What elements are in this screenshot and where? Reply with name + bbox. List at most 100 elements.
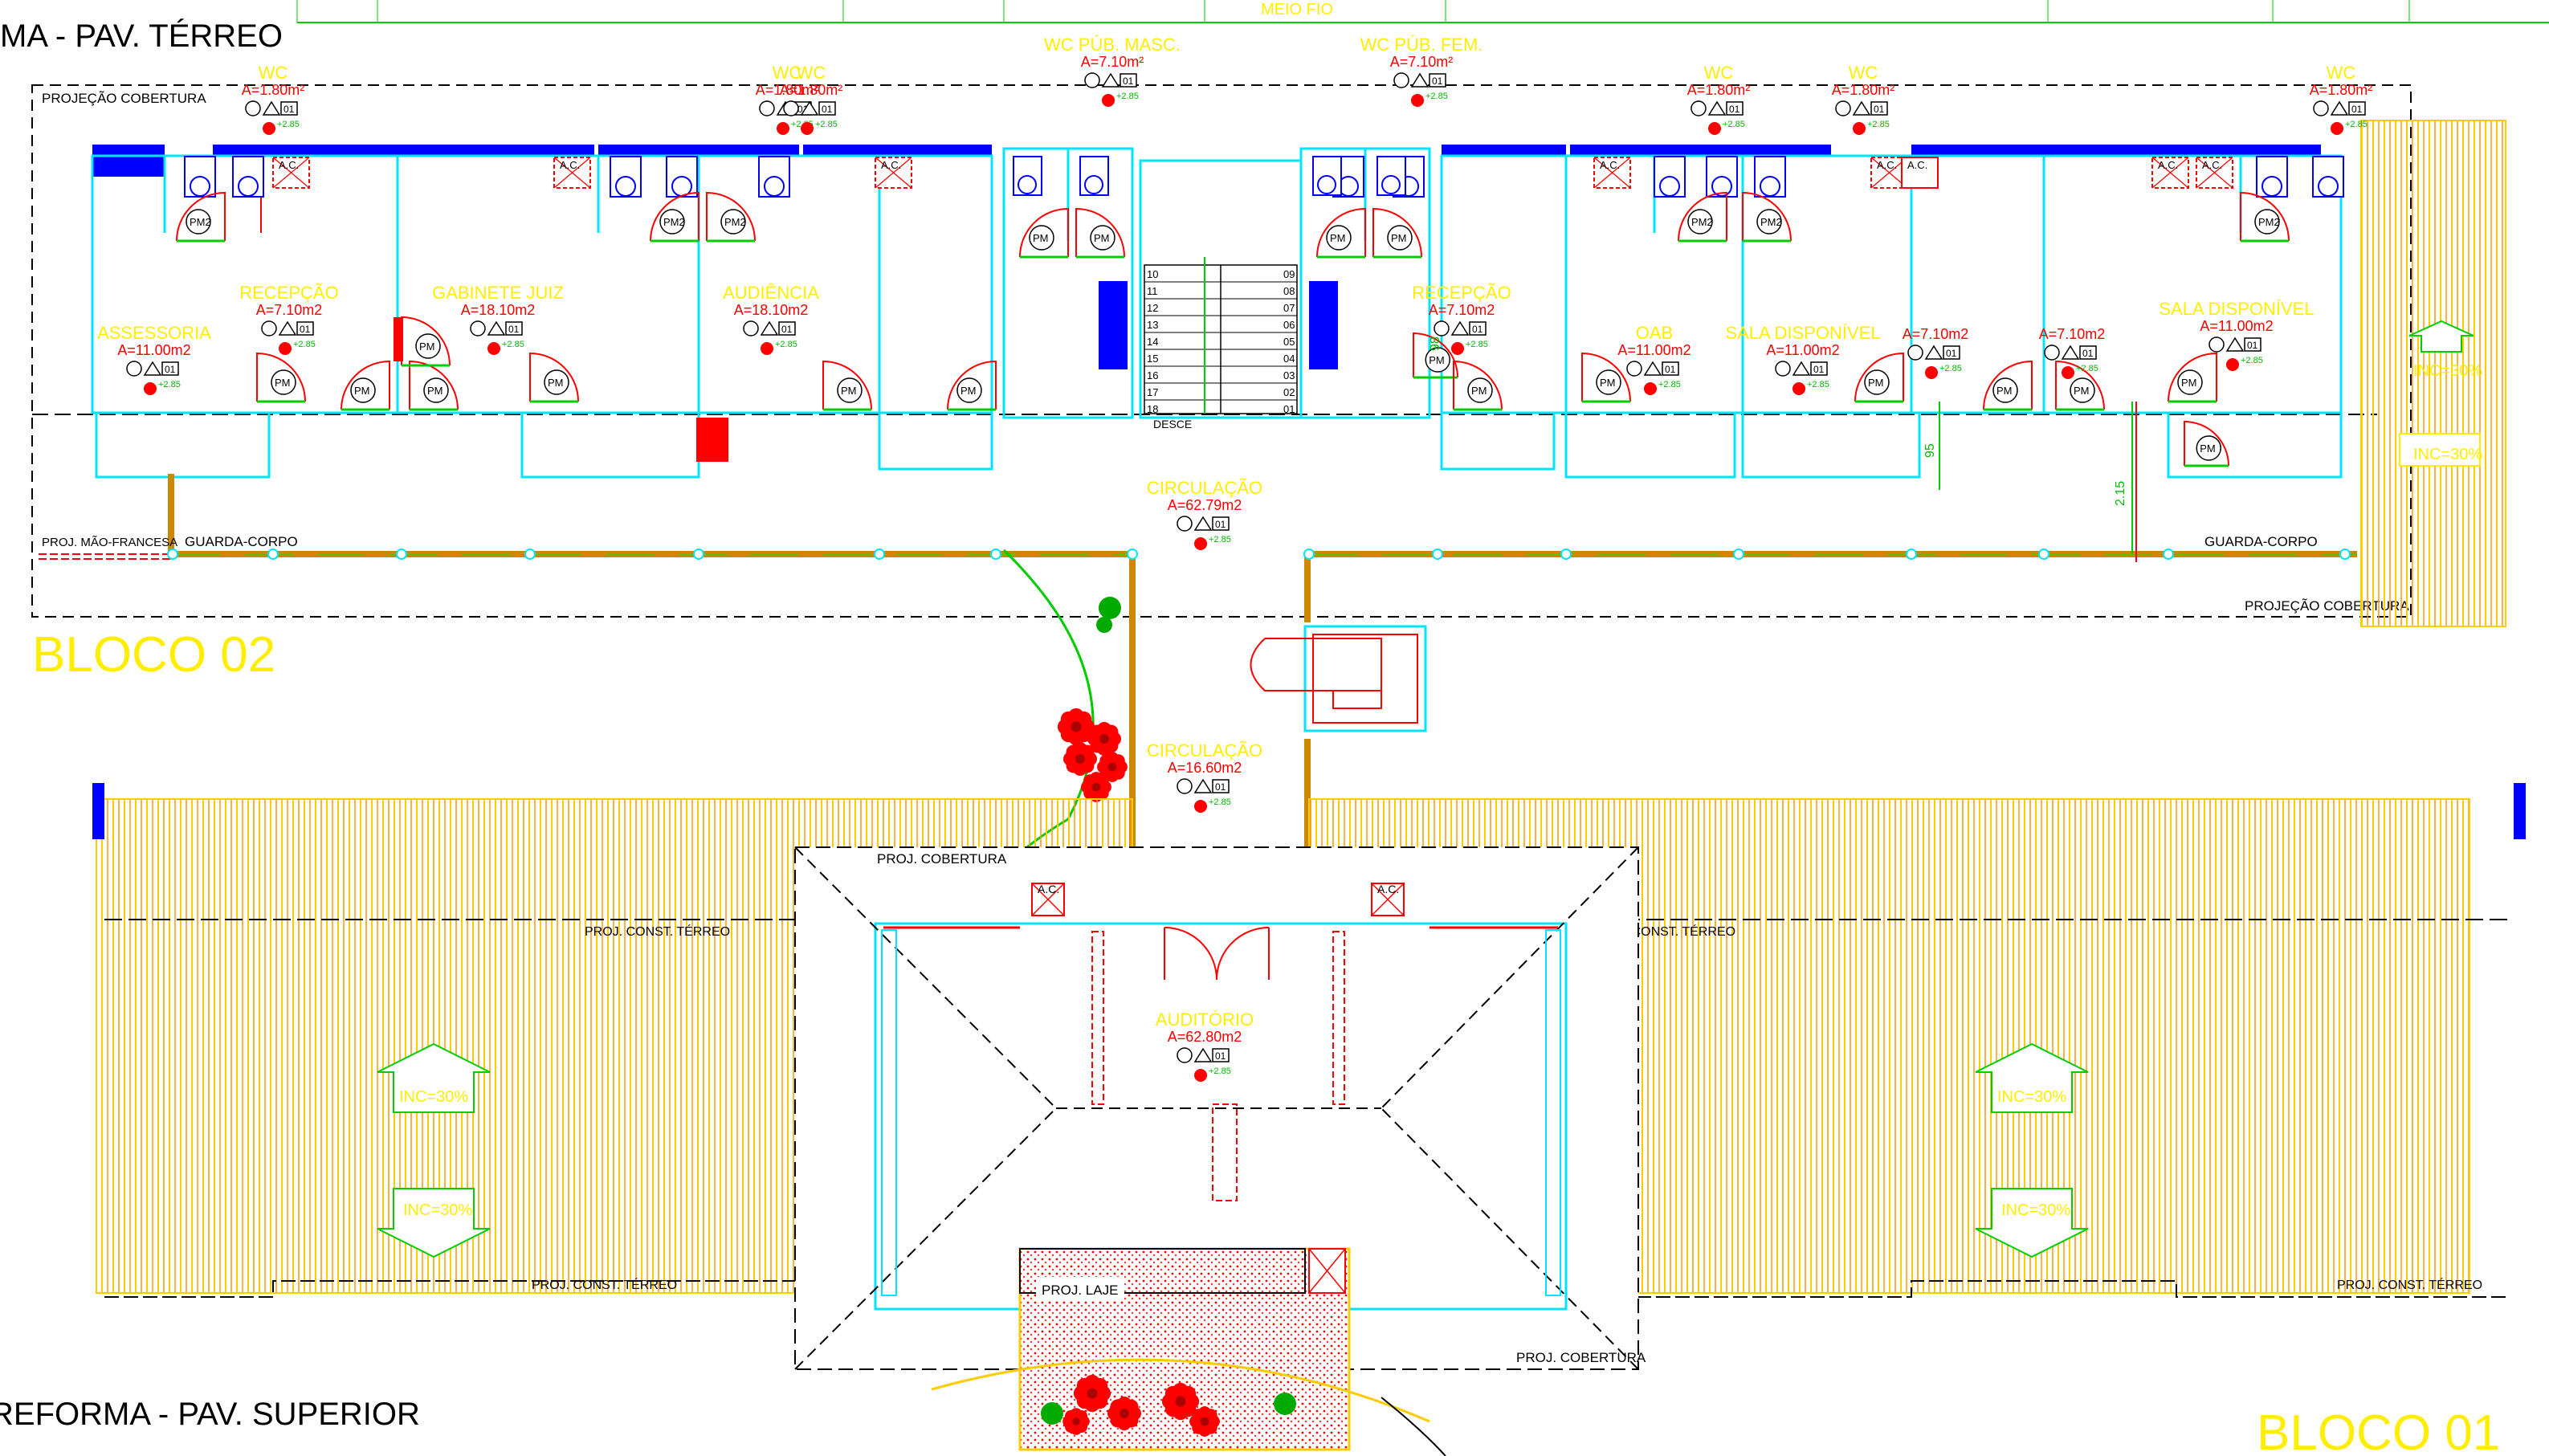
door-tag-label: PM bbox=[275, 377, 291, 389]
door-tag-label: PM bbox=[2200, 443, 2216, 455]
ac-aud-2: A.C. bbox=[1377, 883, 1399, 895]
stair-step-number: 14 bbox=[1147, 336, 1158, 348]
room-area: A=11.00m2 bbox=[2200, 318, 2273, 334]
door-swing bbox=[1316, 207, 1366, 258]
room-code-circle bbox=[1084, 72, 1100, 88]
level-marker bbox=[1925, 366, 1938, 379]
door-tag bbox=[956, 377, 982, 403]
room-code-box bbox=[818, 101, 836, 116]
room-code-circle bbox=[2313, 100, 2329, 116]
room-code-triangle bbox=[1924, 345, 1943, 360]
door-tag-label: PM bbox=[1868, 377, 1884, 389]
room-code-circle bbox=[1177, 516, 1193, 532]
door-tag bbox=[1029, 225, 1054, 251]
room-code-circle bbox=[261, 320, 277, 336]
level-marker bbox=[1194, 800, 1207, 813]
level-marker bbox=[1708, 122, 1721, 135]
door-tag bbox=[2254, 209, 2280, 235]
ac-unit-cross bbox=[1593, 157, 1631, 189]
desce-label: DESCE bbox=[1153, 418, 1192, 430]
room-area: A=7.10m2 bbox=[1903, 326, 1969, 342]
room-name: SALA DISPONÍVEL bbox=[2159, 299, 2314, 319]
room-code-circle bbox=[126, 361, 142, 377]
door-tag-label: PM bbox=[1429, 354, 1445, 366]
toilets-top bbox=[184, 156, 2344, 198]
room-code: 01 bbox=[2082, 348, 2094, 359]
stair-step-number: 05 bbox=[1283, 336, 1295, 348]
door-tag bbox=[423, 377, 449, 403]
stair-step-number: 16 bbox=[1147, 369, 1158, 381]
room-code-box bbox=[1870, 101, 1888, 116]
room-code-box bbox=[1212, 779, 1230, 793]
toilet-bowl bbox=[1659, 176, 1680, 197]
room-area: A=7.10m² bbox=[1081, 54, 1144, 70]
room-code-circle bbox=[1177, 778, 1193, 794]
flower-center bbox=[1107, 762, 1117, 772]
slope-arrows: INC=30% INC=30% INC=30% INC=30% bbox=[377, 1042, 2089, 1258]
door-tag bbox=[1090, 225, 1115, 251]
dim-98: 98 bbox=[1429, 336, 1442, 351]
room-code-box bbox=[1212, 1048, 1230, 1062]
door-swing bbox=[341, 360, 390, 410]
inc-label-r2: INC=30% bbox=[2413, 446, 2482, 463]
ac-unit-label: A.C. bbox=[2158, 159, 2178, 171]
room-code-triangle bbox=[1193, 1047, 1213, 1062]
door-swing bbox=[2184, 420, 2229, 467]
ac-unit-cross bbox=[2151, 157, 2189, 189]
column-dot bbox=[1432, 549, 1443, 560]
door-swing bbox=[1413, 332, 1458, 378]
room-area: A=7.10m2 bbox=[2039, 326, 2106, 342]
room-code-triangle bbox=[1450, 320, 1470, 336]
room-code-box bbox=[1212, 516, 1230, 531]
room-code: 01 bbox=[1123, 75, 1134, 87]
proj-const-terreo-3: PROJ. CONST. TÉRREO bbox=[532, 1277, 677, 1292]
toilet-bowl bbox=[2261, 176, 2282, 197]
stair-step-number: 06 bbox=[1283, 319, 1295, 331]
room-code: 01 bbox=[781, 324, 793, 335]
door-tag bbox=[1992, 377, 2018, 403]
room-code: 01 bbox=[508, 324, 520, 335]
door-swing bbox=[401, 316, 451, 366]
flower-center bbox=[1072, 1417, 1080, 1425]
room-code-circle bbox=[759, 100, 775, 116]
level-value: +2.85 bbox=[815, 120, 838, 129]
room-code-triangle bbox=[1852, 100, 1871, 116]
stair-step-number: 12 bbox=[1147, 302, 1158, 314]
room-name: WC bbox=[1704, 63, 1734, 83]
room-code-circle bbox=[1690, 100, 1707, 116]
toilet-bowl bbox=[1317, 175, 1336, 194]
dim-95: 95 bbox=[1923, 443, 1937, 458]
door-swing bbox=[2055, 360, 2105, 410]
room-area: A=7.10m² bbox=[1390, 54, 1454, 70]
room-code-box bbox=[778, 321, 796, 336]
ac-units-top: A.C.A.C.A.C.A.C.A.C.A.C.A.C.A.C. bbox=[272, 157, 2233, 189]
ac-unit-label: A.C. bbox=[1600, 159, 1620, 171]
room-code-triangle bbox=[1410, 72, 1429, 88]
room-code-triangle bbox=[2225, 336, 2245, 352]
door-tag bbox=[350, 377, 376, 403]
column-dot bbox=[524, 549, 536, 560]
stair-step-number: 03 bbox=[1283, 369, 1295, 381]
shrub bbox=[1041, 1402, 1063, 1425]
title-terreo: MA - PAV. TÉRREO bbox=[0, 18, 283, 54]
room-code-circle bbox=[2044, 345, 2060, 361]
door-swing bbox=[1678, 191, 1727, 242]
door-tag-label: PM2 bbox=[190, 216, 211, 228]
room-code-box bbox=[296, 321, 314, 336]
column-dot bbox=[1303, 549, 1315, 560]
door-tag bbox=[1425, 347, 1450, 373]
column-dot bbox=[1906, 549, 1917, 560]
room-code: 01 bbox=[1665, 364, 1676, 375]
toilet-bowl bbox=[2318, 176, 2339, 197]
room-name: AUDITÓRIO bbox=[1156, 1009, 1254, 1030]
toilet-bowl bbox=[238, 176, 259, 197]
street-line: MEIO FIO bbox=[296, 0, 2549, 23]
room-area: A=18.10m2 bbox=[734, 302, 809, 318]
room-code-box bbox=[1120, 73, 1137, 88]
door-tag-label: PM2 bbox=[1760, 216, 1782, 228]
column-dot bbox=[396, 549, 407, 560]
door-tag-label: PM bbox=[1471, 385, 1487, 397]
